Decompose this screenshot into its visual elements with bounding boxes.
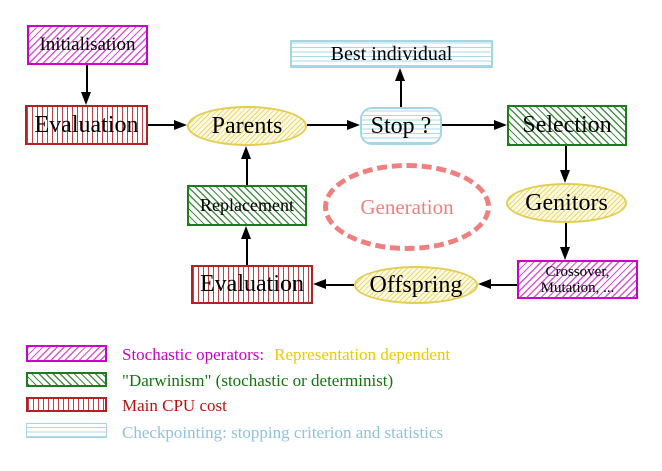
node-offspring: Offspring: [354, 266, 478, 304]
arrowhead-left-icon: [478, 279, 491, 289]
legend-label-checkpointing: Checkpointing: stopping criterion and st…: [122, 423, 444, 442]
node-crossover-mutation: Crossover, Mutation, ...: [517, 260, 638, 299]
node-initialisation: Initialisation: [27, 25, 148, 65]
arrowhead-down-icon: [81, 92, 91, 105]
node-generation-cycle: Generation: [323, 163, 491, 251]
arrow-offspring-to-evaluation: [326, 284, 354, 286]
arrow-replacement-to-parents: [246, 159, 248, 185]
arrowhead-down-icon: [560, 247, 570, 260]
arrow-stop-to-selection: [442, 124, 495, 126]
arrow-init-to-evaluation: [86, 65, 88, 93]
arrowhead-up-icon: [395, 68, 405, 81]
arrowhead-down-icon: [560, 170, 570, 183]
arrowhead-up-icon: [241, 146, 251, 159]
node-evaluation-bottom: Evaluation: [191, 265, 313, 304]
node-parents: Parents: [187, 106, 307, 146]
arrow-parents-to-stop: [307, 124, 348, 126]
legend-text-stochastic: Stochastic operators:: [122, 345, 265, 364]
arrowhead-up-icon: [241, 226, 251, 239]
arrow-genitors-to-crossover: [565, 223, 567, 248]
node-stop: Stop ?: [360, 107, 442, 145]
node-replacement: Replacement: [187, 185, 307, 226]
legend-swatch-darwinism: [26, 372, 107, 387]
arrow-crossover-to-offspring: [491, 284, 517, 286]
arrow-evaluation-to-replacement: [246, 239, 248, 265]
arrow-selection-to-genitors: [565, 146, 567, 171]
node-genitors: Genitors: [506, 183, 627, 223]
arrow-stop-to-best-individual: [400, 80, 402, 107]
arrowhead-right-icon: [347, 120, 360, 130]
node-best-individual: Best individual: [290, 40, 493, 68]
node-evaluation-top: Evaluation: [25, 105, 148, 145]
legend-swatch-cpu-cost: [26, 397, 107, 412]
legend-swatch-checkpointing: [26, 423, 107, 438]
legend-text-representation: Representation dependent: [274, 345, 451, 364]
legend-swatch-stochastic-operators: [26, 345, 107, 362]
crossover-label-line2: Mutation, ...: [540, 279, 615, 296]
node-selection: Selection: [507, 105, 627, 146]
arrowhead-left-icon: [313, 279, 326, 289]
legend-label-darwinism: "Darwinism" (stochastic or determinist): [122, 371, 394, 390]
arrowhead-right-icon: [174, 120, 187, 130]
crossover-label-line1: Crossover,: [545, 263, 610, 280]
legend-label-cpu-cost: Main CPU cost: [122, 396, 227, 415]
arrowhead-right-icon: [494, 120, 507, 130]
legend-label-stochastic-operators: Stochastic operators: Representation depe…: [122, 345, 450, 365]
arrow-evaluation-to-parents: [148, 124, 175, 126]
